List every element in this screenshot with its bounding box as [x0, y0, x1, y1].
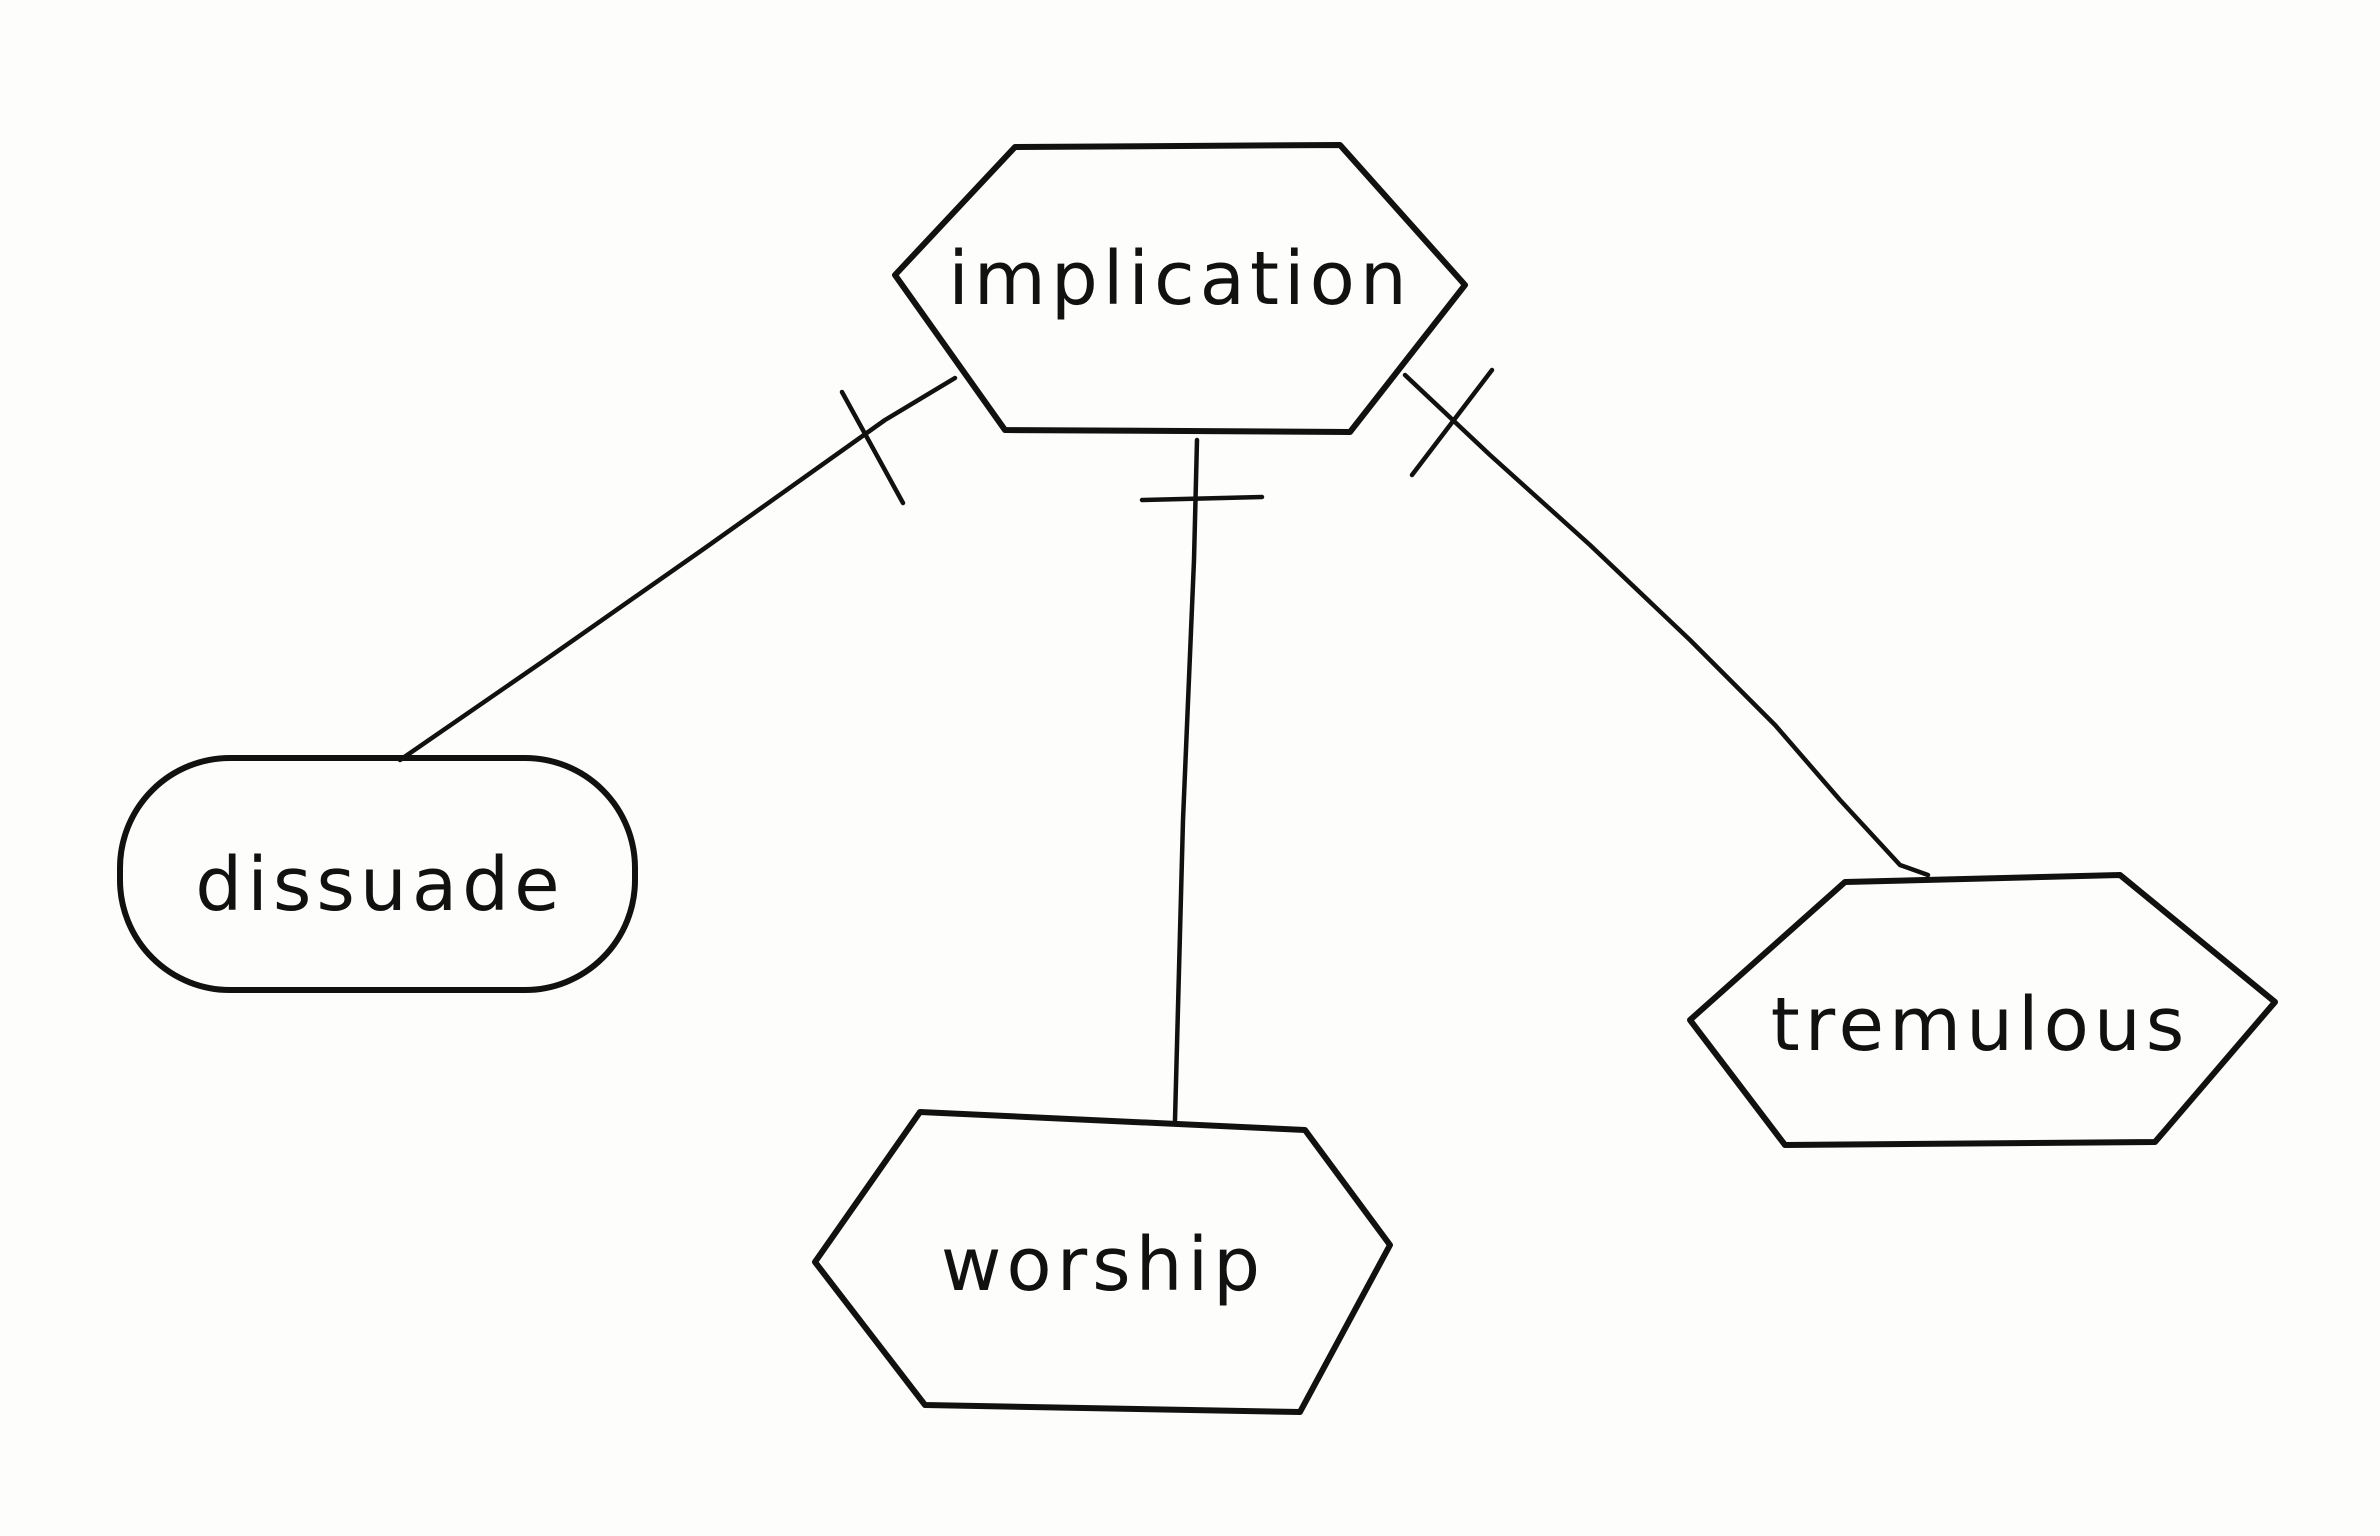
node-label-tremulous: tremulous [1771, 982, 2190, 1068]
node-label-implication: implication [948, 236, 1412, 322]
node-label-dissuade: dissuade [195, 842, 564, 928]
node-dissuade: dissuade [117, 755, 638, 993]
one-marker-dissuade-edge [839, 389, 906, 506]
node-implication: implication [892, 142, 1468, 435]
hexagon-shape [1687, 872, 2278, 1148]
rounded-rectangle-shape [117, 755, 638, 993]
node-label-worship: worship [941, 1222, 1265, 1308]
one-marker-worship-edge [1139, 494, 1265, 503]
node-tremulous: tremulous [1687, 872, 2278, 1148]
one-marker-tremulous-edge [1409, 367, 1495, 478]
edge-implication-worship [1172, 437, 1200, 1123]
edge-implication-tremulous [1402, 372, 1931, 878]
hexagon-shape [892, 142, 1468, 435]
hexagon-shape [812, 1109, 1393, 1415]
node-worship: worship [812, 1109, 1393, 1415]
edge-implication-dissuade [397, 375, 958, 763]
